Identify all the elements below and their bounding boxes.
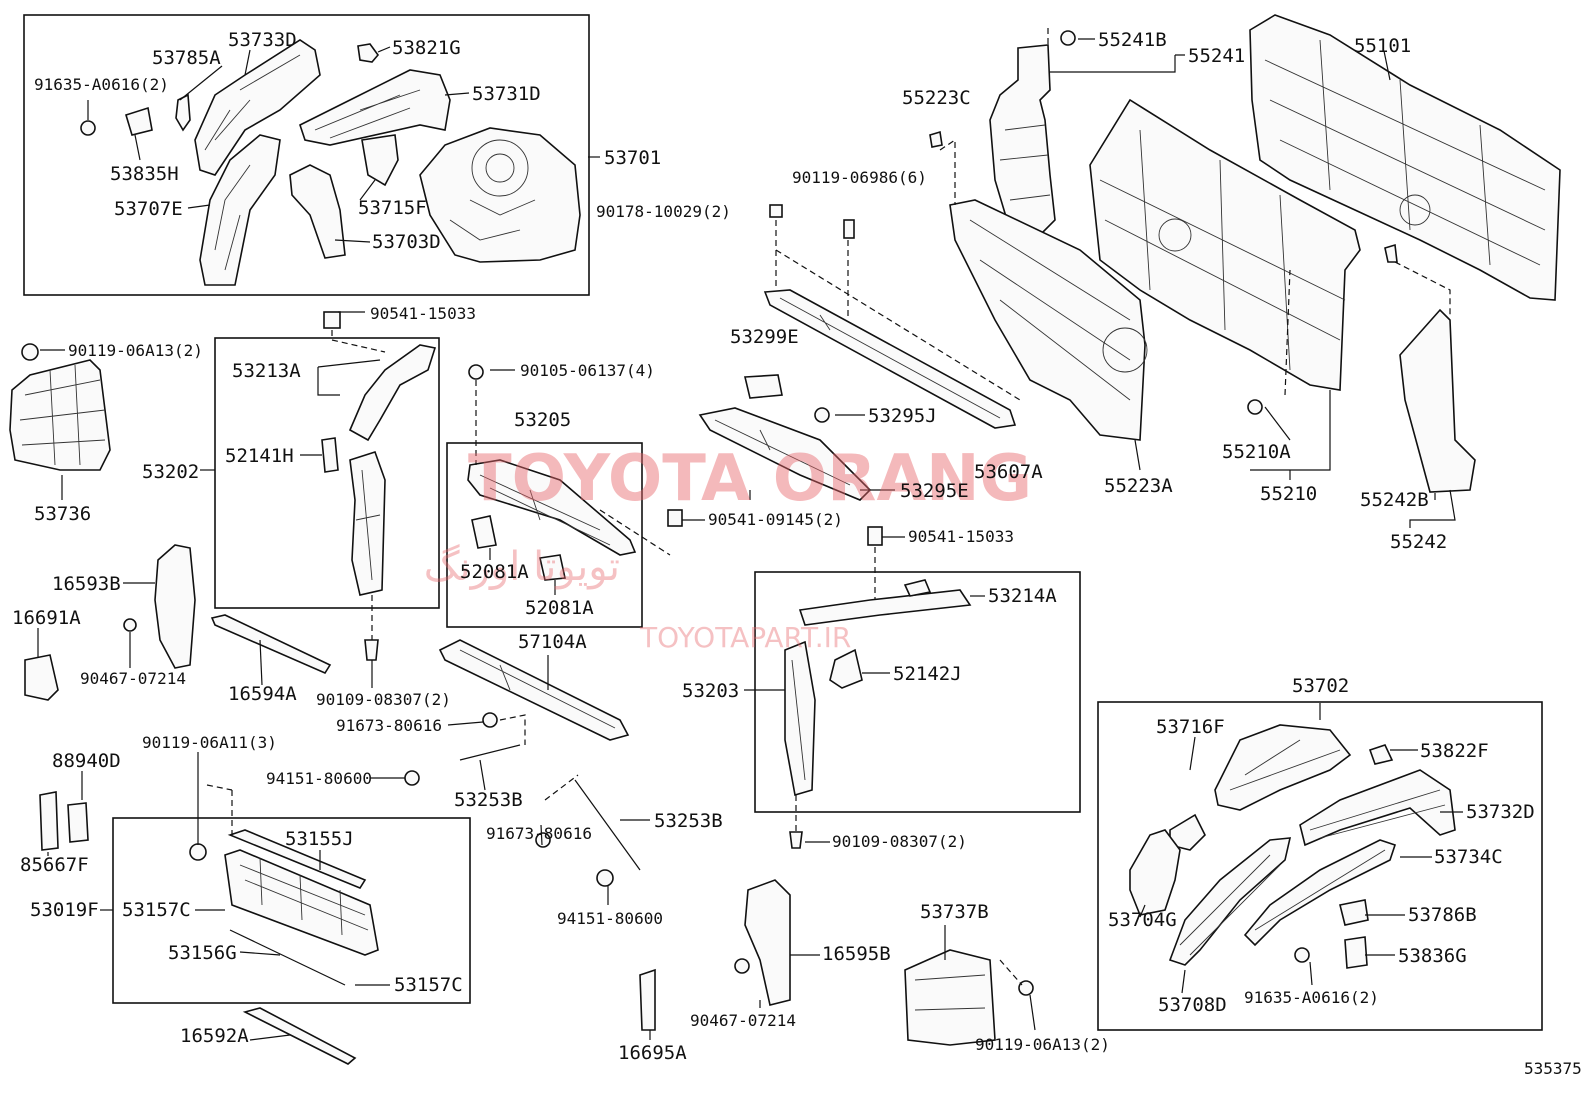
label-90541-15033-a: 90541-15033 — [370, 304, 476, 323]
group-box-53701 — [23, 14, 590, 296]
label-53737B: 53737B — [920, 901, 989, 923]
label-53157C-a: 53157C — [122, 899, 191, 921]
label-53716F: 53716F — [1156, 716, 1225, 738]
label-91635-A0616-bot: 91635-A0616(2) — [1244, 988, 1379, 1007]
label-52142J: 52142J — [893, 663, 962, 685]
label-53205: 53205 — [514, 409, 571, 431]
label-90467-07214-a: 90467-07214 — [80, 669, 186, 688]
label-55223A: 55223A — [1104, 475, 1173, 497]
label-52081A-a: 52081A — [460, 561, 529, 583]
watermark-brand: TOYOTA ORANG — [468, 442, 1032, 516]
label-90119-06A13-b: 90119-06A13(2) — [975, 1035, 1110, 1054]
label-16592A: 16592A — [180, 1025, 249, 1047]
label-94151-80600-a: 94151-80600 — [266, 769, 372, 788]
label-52081A-b: 52081A — [525, 597, 594, 619]
label-53253B-b: 53253B — [654, 810, 723, 832]
label-53157C-b: 53157C — [394, 974, 463, 996]
label-53299E: 53299E — [730, 326, 799, 348]
label-53715F: 53715F — [358, 197, 427, 219]
label-53732D: 53732D — [1466, 801, 1535, 823]
assembly-lines — [206, 28, 1451, 986]
label-53155J: 53155J — [285, 828, 354, 850]
label-53295E: 53295E — [900, 480, 969, 502]
label-57104A: 57104A — [518, 631, 587, 653]
label-53253B-a: 53253B — [454, 789, 523, 811]
label-16593B: 16593B — [52, 573, 121, 595]
label-diagram-id: 535375 — [1524, 1059, 1582, 1078]
label-52141H: 52141H — [225, 445, 294, 467]
label-55242B: 55242B — [1360, 489, 1429, 511]
watermark-site: TOYOTAPART.IR — [639, 621, 851, 654]
label-53736: 53736 — [34, 503, 91, 525]
label-53821G: 53821G — [392, 37, 461, 59]
label-90467-07214-b: 90467-07214 — [690, 1011, 796, 1030]
group-box-53202 — [214, 337, 440, 609]
label-53822F: 53822F — [1420, 740, 1489, 762]
label-16695A: 16695A — [618, 1042, 687, 1064]
label-91673-80616-b: 91673-80616 — [486, 824, 592, 843]
label-53734C: 53734C — [1434, 846, 1503, 868]
label-55242: 55242 — [1390, 531, 1447, 553]
label-55223C: 55223C — [902, 87, 971, 109]
label-94151-80600-b: 94151-80600 — [557, 909, 663, 928]
watermark: TOYOTA ORANG تویوتا اورنگ TOYOTAPART.IR — [424, 442, 1032, 654]
label-53295J: 53295J — [868, 405, 937, 427]
group-box-53205 — [446, 442, 643, 628]
label-53785A: 53785A — [152, 47, 221, 69]
part-labels: 53733D 53785A 53821G 91635-A0616(2) 5373… — [12, 29, 1582, 1078]
label-90541-09145: 90541-09145(2) — [708, 510, 843, 529]
label-53703D: 53703D — [372, 231, 441, 253]
label-53702: 53702 — [1292, 675, 1349, 697]
label-53786B: 53786B — [1408, 904, 1477, 926]
label-90109-08307-b: 90109-08307(2) — [832, 832, 967, 851]
leader-lines — [37, 38, 1463, 1041]
label-53731D: 53731D — [472, 83, 541, 105]
label-55101: 55101 — [1354, 35, 1411, 57]
label-90105-06137: 90105-06137(4) — [520, 361, 655, 380]
label-16594A: 16594A — [228, 683, 297, 705]
label-85667F: 85667F — [20, 854, 89, 876]
label-90119-06A13-a: 90119-06A13(2) — [68, 341, 203, 360]
label-53701: 53701 — [604, 147, 661, 169]
label-90119-06986: 90119-06986(6) — [792, 168, 927, 187]
label-90119-06A11: 90119-06A11(3) — [142, 733, 277, 752]
watermark-persian: تویوتا اورنگ — [424, 544, 620, 590]
label-90109-08307-a: 90109-08307(2) — [316, 690, 451, 709]
label-90541-15033-b: 90541-15033 — [908, 527, 1014, 546]
label-53835H: 53835H — [110, 163, 179, 185]
label-53733D: 53733D — [228, 29, 297, 51]
label-53203: 53203 — [682, 680, 739, 702]
label-91635-A0616-top: 91635-A0616(2) — [34, 75, 169, 94]
label-55241B: 55241B — [1098, 29, 1167, 51]
label-53202: 53202 — [142, 461, 199, 483]
label-53607A: 53607A — [974, 461, 1043, 483]
label-90178-10029: 90178-10029(2) — [596, 202, 731, 221]
label-53213A: 53213A — [232, 360, 301, 382]
label-53707E: 53707E — [114, 198, 183, 220]
group-box-53702 — [1097, 701, 1543, 1031]
label-55241: 55241 — [1188, 45, 1245, 67]
label-53214A: 53214A — [988, 585, 1057, 607]
label-88940D: 88940D — [52, 750, 121, 772]
label-53836G: 53836G — [1398, 945, 1467, 967]
label-53708D: 53708D — [1158, 994, 1227, 1016]
label-55210: 55210 — [1260, 483, 1317, 505]
label-16691A: 16691A — [12, 607, 81, 629]
group-box-53203 — [754, 571, 1081, 813]
label-91673-80616-a: 91673-80616 — [336, 716, 442, 735]
label-53019F: 53019F — [30, 899, 99, 921]
part-drawings — [9, 14, 1561, 1065]
label-55210A: 55210A — [1222, 441, 1291, 463]
label-16595B: 16595B — [822, 943, 891, 965]
label-53704G: 53704G — [1108, 909, 1177, 931]
label-53156G: 53156G — [168, 942, 237, 964]
